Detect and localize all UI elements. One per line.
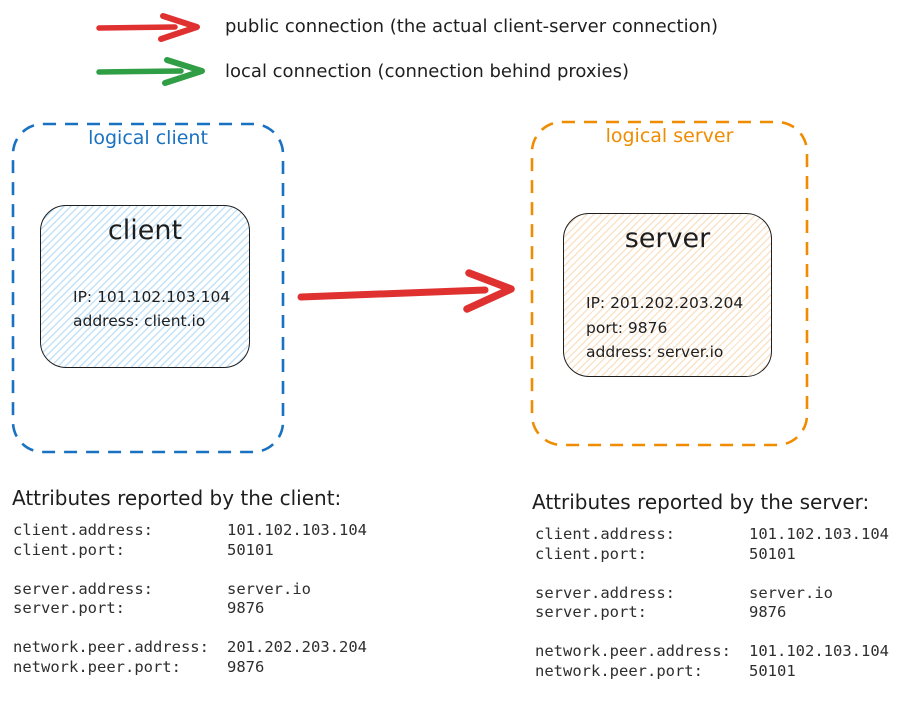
attr-key: server.address: — [535, 583, 675, 602]
client-attributes-heading: Attributes reported by the client: — [12, 486, 342, 510]
attr-key: network.peer.port: — [13, 657, 181, 676]
server-ip-line: IP: 201.202.203.204 — [586, 294, 744, 312]
attr-value: server.io — [749, 583, 833, 602]
attr-row: server.port: 9876 — [13, 599, 367, 619]
attr-row: network.peer.address: 101.102.103.104 — [535, 642, 889, 662]
server-attributes-heading: Attributes reported by the server: — [532, 490, 870, 514]
attr-value: 50101 — [227, 540, 274, 559]
client-attr-group-client: client.address: 101.102.103.104 client.po… — [13, 521, 367, 560]
attr-key: network.peer.address: — [13, 638, 209, 656]
attr-key: network.peer.address: — [535, 642, 731, 660]
attr-row: client.port: 50101 — [535, 545, 889, 565]
attr-value: 101.102.103.104 — [227, 521, 367, 539]
attr-row: network.peer.port: 9876 — [13, 658, 367, 678]
client-address-line: address: client.io — [73, 311, 206, 330]
client-node-title: client — [107, 215, 183, 246]
attr-key: client.port: — [535, 544, 647, 563]
attr-key: server.port: — [13, 599, 125, 617]
public-connection-arrow-icon — [96, 13, 200, 42]
attr-key: client.port: — [13, 540, 125, 559]
client-attributes-panel: client.address: 101.102.103.104 client.po… — [13, 521, 367, 697]
attr-key: network.peer.port: — [535, 661, 703, 680]
attr-row: client.address: 101.102.103.104 — [13, 521, 367, 541]
logical-client-label: logical client — [88, 127, 208, 149]
server-attr-group-server: server.address: server.io server.port: 987… — [535, 584, 889, 623]
attr-key: server.port: — [535, 603, 647, 621]
attr-value: 101.102.103.104 — [749, 525, 889, 543]
attr-row: network.peer.port: 50101 — [535, 662, 889, 682]
local-connection-arrow-icon — [96, 57, 205, 86]
attr-row: server.address: server.io — [535, 584, 889, 604]
attr-value: server.io — [227, 579, 311, 598]
server-node-details: IP: 201.202.203.204 port: 9876 address: … — [586, 291, 743, 365]
attr-value: 9876 — [749, 603, 787, 621]
client-node: client IP: 101.102.103.104 address: clie… — [40, 205, 250, 368]
client-attr-group-server: server.address: server.io server.port: 987… — [13, 580, 367, 619]
attr-row: server.port: 9876 — [535, 603, 889, 623]
attr-key: client.address: — [535, 525, 675, 543]
attr-value: 50101 — [749, 661, 796, 680]
attr-value: 50101 — [749, 544, 796, 563]
server-attr-group-network-peer: network.peer.address: 101.102.103.104 net… — [535, 642, 889, 681]
client-attr-group-network-peer: network.peer.address: 201.202.203.204 net… — [13, 638, 367, 677]
attr-row: network.peer.address: 201.202.203.204 — [13, 638, 367, 658]
attr-value: 101.102.103.104 — [749, 642, 889, 660]
client-ip-line: IP: 101.102.103.104 — [73, 288, 231, 306]
attr-row: server.address: server.io — [13, 580, 367, 600]
server-attributes-panel: client.address: 101.102.103.104 client.po… — [535, 525, 889, 701]
attr-row: client.address: 101.102.103.104 — [535, 525, 889, 545]
server-attr-group-client: client.address: 101.102.103.104 client.po… — [535, 525, 889, 564]
attr-value: 9876 — [227, 599, 265, 617]
logical-server-label: logical server — [605, 125, 734, 147]
attr-key: client.address: — [13, 521, 153, 539]
server-address-line: address: server.io — [586, 343, 724, 361]
legend-label-local-connection: local connection (connection behind prox… — [225, 61, 629, 82]
server-port-line: port: 9876 — [586, 318, 668, 337]
attr-row: client.port: 50101 — [13, 541, 367, 561]
attr-value: 9876 — [227, 657, 265, 676]
legend-label-public-connection: public connection (the actual client-ser… — [225, 16, 719, 37]
attr-key: server.address: — [13, 579, 153, 598]
client-node-details: IP: 101.102.103.104 address: client.io — [73, 286, 230, 333]
client-to-server-arrow-icon — [297, 269, 515, 313]
server-node: server IP: 201.202.203.204 port: 9876 ad… — [563, 213, 772, 377]
server-node-title: server — [624, 223, 711, 254]
attr-value: 201.202.203.204 — [227, 638, 367, 656]
